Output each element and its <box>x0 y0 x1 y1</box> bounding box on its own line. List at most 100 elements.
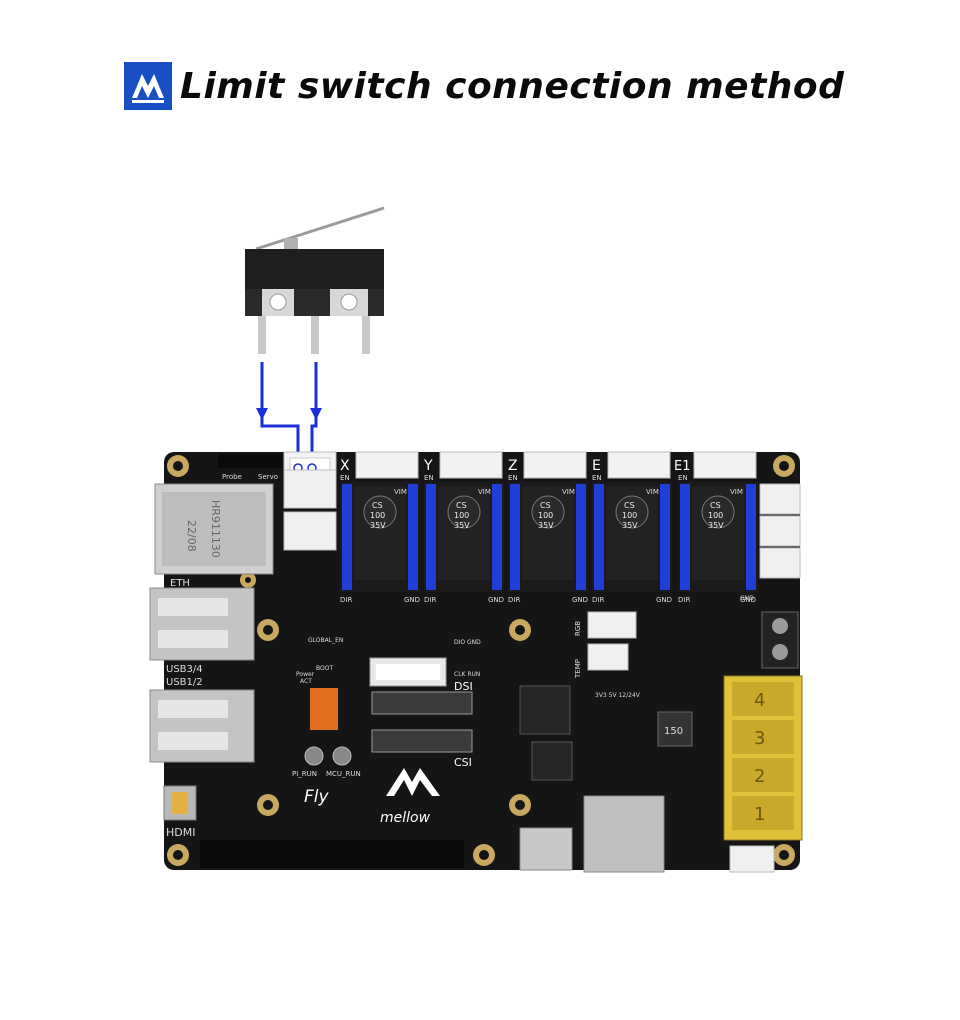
axis-label-x: X <box>340 458 350 474</box>
svg-text:VIM: VIM <box>394 488 407 496</box>
driver-slot-e: E CS 100 35V EN VIM DIR GND <box>592 451 672 604</box>
axis-label-z: Z <box>508 458 518 474</box>
svg-text:DIR: DIR <box>508 596 520 604</box>
svg-text:GND: GND <box>572 596 588 604</box>
hdmi-port <box>163 785 197 821</box>
terminal-number-1: 1 <box>754 804 765 825</box>
usb-12-port <box>149 689 255 763</box>
svg-text:35V: 35V <box>454 521 470 530</box>
svg-text:EN: EN <box>678 474 688 482</box>
svg-text:EN: EN <box>340 474 350 482</box>
driver-slot-x: X CS 100 35V EN VIM DIR GND <box>340 451 420 604</box>
page-title: Limit switch connection method <box>180 65 845 107</box>
dip-switch <box>310 688 338 730</box>
servo-label: Servo <box>258 473 278 481</box>
limit-switch <box>245 206 385 354</box>
svg-text:CS: CS <box>540 501 551 510</box>
dsi-connector <box>369 657 447 687</box>
svg-text:CS: CS <box>456 501 467 510</box>
terminal-number-4: 4 <box>754 690 765 711</box>
rgb-connector <box>587 611 637 639</box>
eth-label: ETH <box>170 578 190 589</box>
terminal-number-2: 2 <box>754 766 765 787</box>
svg-text:35V: 35V <box>708 521 724 530</box>
svg-text:DIR: DIR <box>424 596 436 604</box>
svg-text:VIM: VIM <box>730 488 743 496</box>
title-area: Limit switch connection method <box>124 62 844 110</box>
bottom-right-connector <box>729 845 775 873</box>
svg-text:EN: EN <box>424 474 434 482</box>
ribbon-slot-2 <box>371 729 473 753</box>
wire-1 <box>260 362 300 468</box>
usb-c-port <box>519 827 573 871</box>
gpio-header <box>200 840 464 868</box>
mellow-board-label: mellow <box>380 810 431 826</box>
controller-board: 22/08 HR911130 ETH USB3/4 USB1/2 HDMI <box>149 451 803 873</box>
mcu-chip <box>519 685 571 735</box>
svg-text:GND: GND <box>740 596 756 604</box>
usb12-label: USB1/2 <box>166 677 203 688</box>
svg-text:DIR: DIR <box>340 596 352 604</box>
fan-connectors <box>759 483 801 579</box>
switch-lever <box>255 206 385 251</box>
svg-text:VIM: VIM <box>646 488 659 496</box>
svg-text:35V: 35V <box>622 521 638 530</box>
usb-34-port <box>149 587 255 661</box>
switch-pin-com <box>258 316 266 354</box>
wires <box>260 362 318 468</box>
svg-text:VIM: VIM <box>478 488 491 496</box>
fly-label: Fly <box>304 787 330 807</box>
mcu-run-button <box>332 746 352 766</box>
svg-text:100: 100 <box>454 511 469 520</box>
svg-text:100: 100 <box>622 511 637 520</box>
axis-label-e1: E1 <box>674 459 691 474</box>
power-terminal-small <box>761 611 799 669</box>
svg-text:DIR: DIR <box>592 596 604 604</box>
switch-pin-nc <box>362 316 370 354</box>
ribbon-slot-1 <box>371 691 473 715</box>
pi-run-button <box>304 746 324 766</box>
driver-slot-y: Y CS 100 35V EN VIM DIR GND <box>423 451 504 604</box>
driver-slot-z: Z CS 100 35V EN VIM DIR GND <box>508 451 588 604</box>
clk-run-label: CLK RUN <box>454 671 480 678</box>
svg-text:35V: 35V <box>370 521 386 530</box>
dio-gnd-label: DIO GND <box>454 639 481 646</box>
global-en-label: GLOBAL_EN <box>308 637 343 644</box>
stepper-drivers: X CS 100 35V EN VIM DIR GND Y <box>340 451 758 604</box>
driver-chip <box>531 741 573 781</box>
probe-label: Probe <box>222 473 242 481</box>
switch-pin-no <box>311 316 319 354</box>
eth-date: 22/08 <box>185 520 198 552</box>
probe-servo-header <box>218 454 282 468</box>
hdmi-label: HDMI <box>166 826 195 839</box>
svg-text:CS: CS <box>710 501 721 510</box>
svg-text:EN: EN <box>592 474 602 482</box>
svg-text:GND: GND <box>404 596 420 604</box>
eth-module-label: HR911130 <box>209 500 222 558</box>
wire-2 <box>310 362 318 468</box>
gnd-right-label: GND <box>740 595 754 602</box>
svg-text:DIR: DIR <box>678 596 690 604</box>
svg-text:100: 100 <box>708 511 723 520</box>
axis-label-y: Y <box>423 458 433 474</box>
svg-text:GND: GND <box>488 596 504 604</box>
svg-text:100: 100 <box>538 511 553 520</box>
svg-text:VIM: VIM <box>562 488 575 496</box>
dsi-label: DSI <box>454 680 473 693</box>
limit-switch-connector <box>283 451 337 551</box>
mellow-board-logo-icon <box>386 768 440 796</box>
svg-text:100: 100 <box>370 511 385 520</box>
mcu-run-label: MCU_RUN <box>326 770 361 778</box>
driver-slot-e1: E1 CS 100 35V EN VIM DIR GND <box>674 451 758 604</box>
terminal-number-3: 3 <box>754 728 765 749</box>
voltage-labels: 3V3 5V 12/24V <box>595 692 641 699</box>
inductor-label: 150 <box>664 726 683 737</box>
arrow-1-icon <box>256 408 268 420</box>
csi-label: CSI <box>454 756 472 769</box>
svg-text:CS: CS <box>624 501 635 510</box>
temp-connector <box>587 643 629 671</box>
axis-label-e: E <box>592 458 601 474</box>
power-led-label: Power <box>296 671 315 678</box>
svg-text:35V: 35V <box>538 521 554 530</box>
